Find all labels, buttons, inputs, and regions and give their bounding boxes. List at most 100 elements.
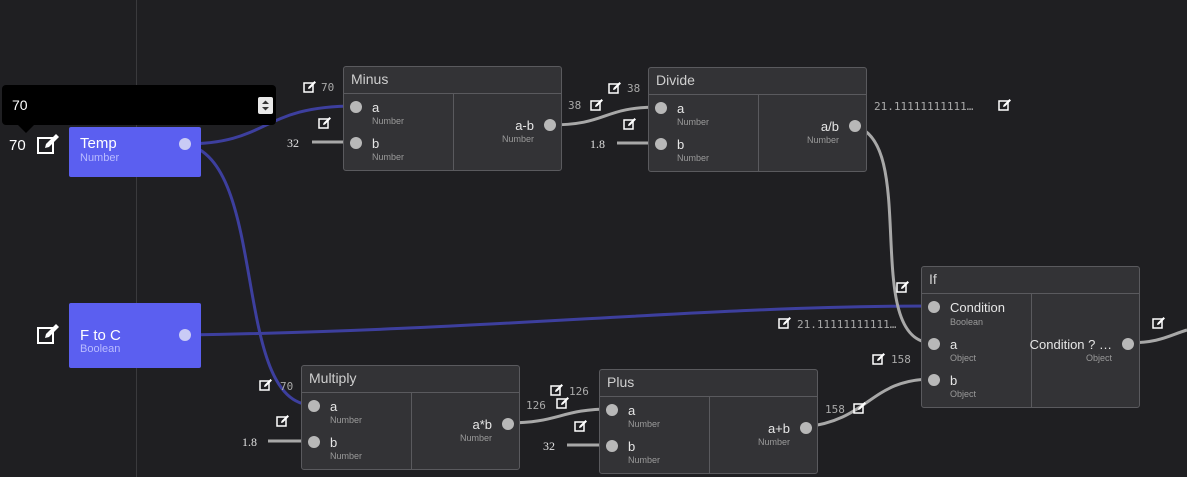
minus-a-value: 70 (321, 81, 335, 94)
grid-line (136, 0, 137, 477)
plus-output-value: 158 (825, 403, 845, 416)
output-port[interactable] (179, 138, 191, 150)
edit-icon[interactable] (1152, 316, 1166, 330)
port-label: a (330, 399, 338, 414)
port-label: b (330, 435, 338, 450)
multiply-a-value: 70 (280, 380, 294, 393)
minus-output-value: 38 (568, 99, 582, 112)
spinner-icon[interactable] (258, 97, 273, 114)
edit-icon[interactable] (556, 396, 570, 410)
port-label: b (950, 373, 958, 388)
node-if[interactable]: If Condition Boolean a Object b Object C… (921, 266, 1140, 408)
edit-icon[interactable] (590, 98, 604, 112)
port-type: Number (628, 455, 661, 465)
port-label: a*b (472, 417, 492, 432)
node-title: Minus (344, 67, 561, 94)
output-port[interactable] (179, 329, 191, 341)
value-input[interactable] (12, 95, 242, 115)
node-plus[interactable]: Plus a Number b Number a+b Number (599, 369, 818, 474)
port-label: a-b (515, 118, 534, 133)
edit-icon[interactable] (623, 117, 637, 131)
temp-value: 70 (9, 137, 26, 154)
input-port-condition[interactable] (928, 301, 940, 313)
port-label: a/b (820, 119, 839, 134)
port-type: Number (330, 451, 363, 461)
port-type: Object (1085, 353, 1112, 363)
port-type: Number (372, 152, 405, 162)
input-port-a[interactable] (928, 338, 940, 350)
input-port-b[interactable] (308, 436, 320, 448)
plus-a-value: 126 (569, 385, 589, 398)
if-b-value: 158 (891, 353, 911, 366)
input-node-f-to-c[interactable]: F to C Boolean (69, 303, 201, 368)
port-type: Boolean (950, 317, 984, 327)
input-port-b[interactable] (655, 138, 667, 150)
edit-icon[interactable] (778, 316, 792, 330)
wire-ftoc-if-condition (184, 304, 934, 337)
popup-pointer (18, 125, 34, 133)
port-type: Number (372, 116, 405, 126)
output-port[interactable] (849, 120, 861, 132)
input-port-a[interactable] (655, 102, 667, 114)
edit-icon[interactable] (318, 116, 332, 130)
input-port-b[interactable] (606, 440, 618, 452)
port-label: b (372, 136, 380, 151)
value-input-popup[interactable] (2, 85, 276, 125)
port-type: Object (950, 389, 977, 399)
port-type: Number (501, 134, 534, 144)
port-label: b (677, 137, 685, 152)
node-divide[interactable]: Divide a Number b Number a/b Number (648, 67, 867, 172)
node-divider (758, 95, 759, 171)
node-title: Plus (600, 370, 817, 397)
port-label: a (677, 101, 685, 116)
input-port-a[interactable] (308, 400, 320, 412)
wire-plus-if-b (804, 377, 934, 429)
edit-icon[interactable] (303, 80, 317, 94)
divide-b-constant: 1.8 (590, 137, 605, 151)
edit-icon[interactable] (998, 98, 1012, 112)
port-label: a (628, 403, 636, 418)
output-port[interactable] (502, 418, 514, 430)
edit-icon[interactable] (872, 352, 886, 366)
input-node-temp[interactable]: Temp Number (69, 127, 201, 177)
port-type: Number (677, 153, 710, 163)
input-node-label: Temp (80, 135, 117, 152)
input-node-type: Number (80, 152, 120, 164)
wire-multiply-plus (506, 407, 612, 425)
output-port[interactable] (544, 119, 556, 131)
edit-icon[interactable] (853, 401, 867, 415)
port-label: b (628, 439, 636, 454)
edit-icon[interactable] (276, 414, 290, 428)
output-port[interactable] (800, 422, 812, 434)
input-port-b[interactable] (350, 137, 362, 149)
edit-icon[interactable] (36, 133, 60, 157)
edit-icon[interactable] (896, 280, 910, 294)
edit-icon[interactable] (259, 378, 273, 392)
node-divider (1031, 294, 1032, 407)
port-label: a (372, 100, 380, 115)
input-port-a[interactable] (606, 404, 618, 416)
node-divider (709, 397, 710, 473)
port-type: Number (459, 433, 492, 443)
port-label: Condition (950, 300, 1005, 315)
node-multiply[interactable]: Multiply a Number b Number a*b Number (301, 365, 520, 470)
wire-minus-divide (548, 105, 661, 127)
port-type: Object (950, 353, 977, 363)
edit-icon[interactable] (36, 323, 60, 347)
node-minus[interactable]: Minus a Number b Number a-b Number (343, 66, 562, 171)
if-a-value: 21.11111111111… (797, 318, 897, 331)
edit-icon[interactable] (574, 419, 588, 433)
output-port[interactable] (1122, 338, 1134, 350)
minus-b-constant: 32 (287, 136, 299, 150)
input-port-a[interactable] (350, 101, 362, 113)
edit-icon[interactable] (550, 383, 564, 397)
edit-icon[interactable] (608, 81, 622, 95)
port-label: a+b (767, 421, 790, 436)
input-port-b[interactable] (928, 374, 940, 386)
port-type: Number (330, 415, 363, 425)
divide-output-value: 21.11111111111… (874, 100, 974, 113)
wire-temp-multiply-a (184, 142, 314, 407)
divide-a-value: 38 (627, 82, 641, 95)
plus-b-constant: 32 (543, 439, 555, 453)
